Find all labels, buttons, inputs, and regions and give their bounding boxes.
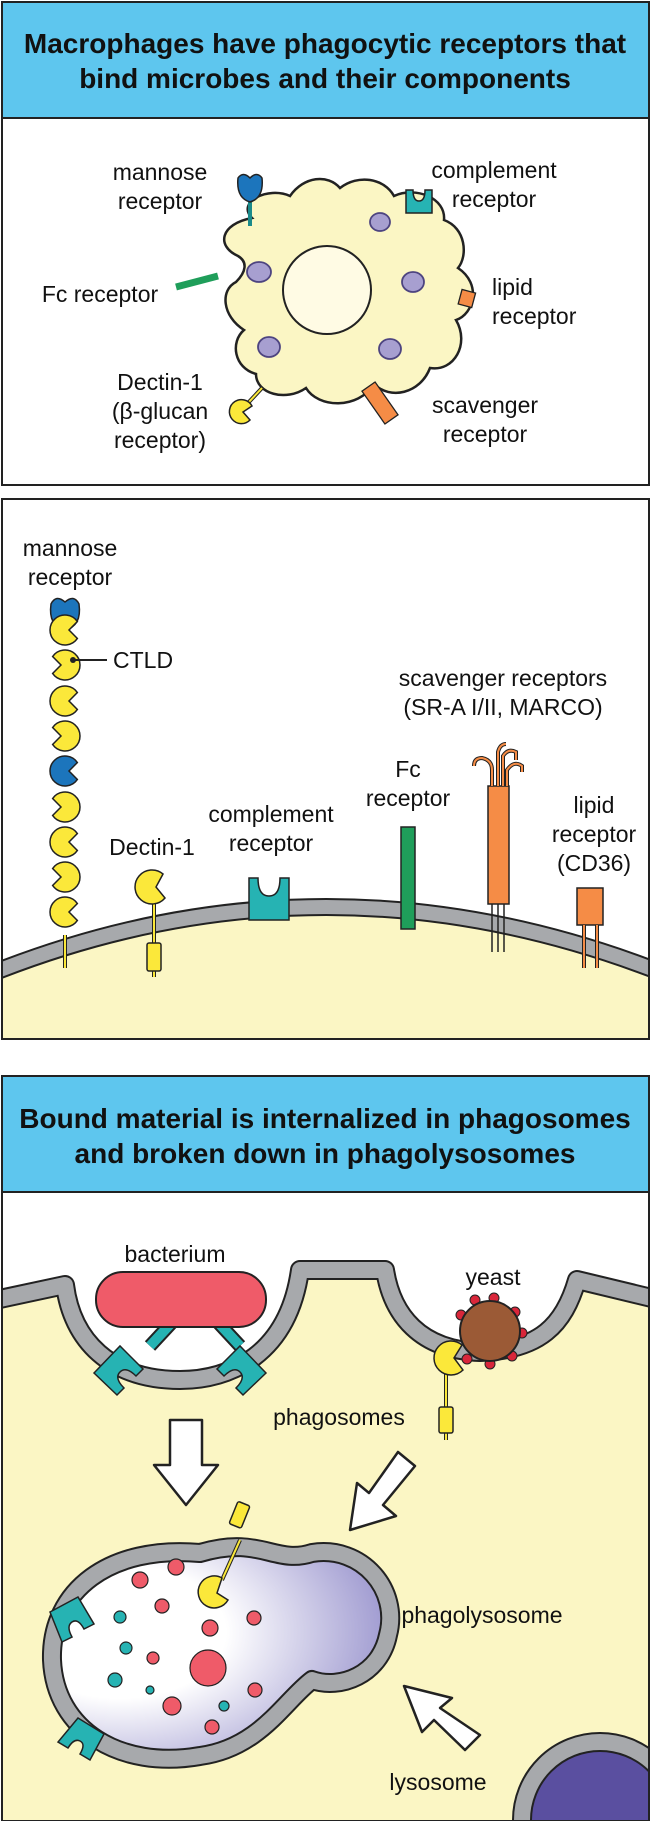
- granules: [246, 212, 425, 360]
- particle: [154, 1598, 170, 1614]
- scavenger-receptor: [472, 742, 524, 952]
- arrow-down-icon: [152, 1418, 220, 1507]
- granule: [401, 271, 425, 293]
- panel-2: mannose receptor CTLD Dectin-1 complemen…: [1, 498, 650, 1040]
- label-complement-receptor-2: receptor: [452, 186, 537, 212]
- label-lipid-receptor-2: receptor: [492, 303, 577, 329]
- particle: [162, 1696, 182, 1716]
- label-mannose-receptor: mannose: [113, 159, 208, 185]
- cytoplasm: [3, 915, 648, 1038]
- lysosome-membrane: [514, 1734, 648, 1820]
- phagolysosome-membrane: [43, 1539, 399, 1767]
- nucleus: [282, 245, 372, 335]
- fc-receptor: [400, 826, 416, 930]
- panel-3-title-line2: and broken down in phagolysosomes: [75, 1138, 576, 1169]
- label-scavenger-receptor-2: receptor: [443, 421, 528, 447]
- ctld-domain: [51, 791, 81, 823]
- complement-receptor: [248, 877, 290, 921]
- dectin-1-icon: [228, 386, 264, 425]
- bacterium-receptor-right: [215, 1344, 268, 1397]
- label-lipid-receptor-2: receptor: [552, 821, 637, 847]
- panel-3-header: [1, 1075, 650, 1193]
- label-yeast: yeast: [466, 1264, 522, 1290]
- mannose-receptor-stack: [49, 597, 81, 968]
- lipid-receptor-icon: [457, 288, 477, 309]
- label-dectin-1-2: (β-glucan: [112, 398, 208, 424]
- granule: [257, 336, 281, 358]
- ctld-domain: [49, 896, 79, 928]
- particle: [107, 1672, 123, 1688]
- panel-1-title-line1: Macrophages have phagocytic receptors th…: [24, 28, 626, 59]
- plasma-membrane: [3, 900, 648, 977]
- ctld-domain: [49, 614, 79, 646]
- label-complement-receptor: complement: [208, 801, 334, 827]
- label-mannose-receptor: mannose: [23, 535, 118, 561]
- dectin-1-receptor: [134, 869, 166, 977]
- label-bacterium: bacterium: [125, 1241, 226, 1267]
- granule: [378, 338, 402, 360]
- label-lipid-receptor: lipid: [574, 792, 615, 818]
- label-complement-receptor: complement: [431, 157, 557, 183]
- panel-1-title-line2: bind microbes and their components: [79, 63, 571, 94]
- particle: [167, 1558, 185, 1576]
- arrow-up-left-icon: [402, 1684, 482, 1752]
- panel-3-title-line1: Bound material is internalized in phagos…: [19, 1103, 630, 1134]
- panel-1-header: [1, 1, 650, 119]
- fc-receptor-icon: [175, 272, 219, 291]
- particle: [119, 1641, 133, 1655]
- particle: [218, 1700, 230, 1712]
- label-lysosome: lysosome: [389, 1769, 486, 1795]
- ctld-domain: [51, 720, 81, 752]
- bacterium-receptor-left: [92, 1344, 145, 1397]
- particle: [204, 1719, 220, 1735]
- scavenger-receptor-icon: [361, 381, 399, 425]
- label-scavenger-receptor: scavenger: [432, 392, 538, 418]
- label-phagosomes: phagosomes: [273, 1404, 405, 1430]
- label-scavenger-receptors: scavenger receptors: [399, 665, 607, 691]
- mannose-receptor-icon: [237, 173, 263, 226]
- phagolysosome-receptor-upper: [49, 1595, 96, 1644]
- particle: [247, 1682, 263, 1698]
- panel-1: Macrophages have phagocytic receptors th…: [1, 1, 650, 486]
- granule: [369, 212, 391, 232]
- lipid-receptor-cd36: [576, 887, 604, 968]
- particle: [113, 1610, 127, 1624]
- label-lipid-receptor: lipid: [492, 274, 533, 300]
- particle: [201, 1619, 219, 1637]
- label-fc-receptor: Fc receptor: [42, 281, 159, 307]
- label-complement-receptor-2: receptor: [229, 830, 314, 856]
- particle: [246, 1610, 262, 1626]
- yeast: [455, 1292, 528, 1370]
- bacterium: [95, 1271, 267, 1351]
- particle: [146, 1651, 160, 1665]
- label-lipid-receptor-3: (CD36): [557, 850, 631, 876]
- ctld-domain: [51, 861, 81, 893]
- arrow-down-left-icon: [348, 1450, 417, 1532]
- granule: [246, 261, 272, 283]
- ctld-domain: [49, 685, 79, 717]
- particle: [131, 1571, 149, 1589]
- digested-particles: [107, 1558, 263, 1735]
- label-dectin-1-3: receptor): [114, 427, 206, 453]
- label-mannose-receptor-2: receptor: [118, 188, 203, 214]
- label-fc-receptor-2: receptor: [366, 785, 451, 811]
- label-mannose-receptor-2: receptor: [28, 564, 113, 590]
- phagolysosome-receptor-lower: [56, 1717, 105, 1762]
- phagolysosome-dectin: [197, 1501, 251, 1609]
- label-dectin-1: Dectin-1: [117, 369, 203, 395]
- label-ctld: CTLD: [113, 647, 173, 673]
- label-fc-receptor: Fc: [395, 756, 421, 782]
- ctld-pointer-dot: [70, 657, 76, 663]
- label-phagolysosome: phagolysosome: [401, 1602, 562, 1628]
- particle: [189, 1649, 227, 1687]
- ctld-domain: [49, 826, 79, 858]
- particle: [145, 1685, 155, 1695]
- complement-receptor-icon: [405, 189, 433, 214]
- label-dectin-1: Dectin-1: [109, 834, 195, 860]
- dectin-1-yeast: [433, 1340, 464, 1440]
- panel-3: Bound material is internalized in phagos…: [1, 1075, 650, 1821]
- label-scavenger-receptors-2: (SR-A I/II, MARCO): [403, 694, 602, 720]
- ctld-domain: [49, 755, 79, 787]
